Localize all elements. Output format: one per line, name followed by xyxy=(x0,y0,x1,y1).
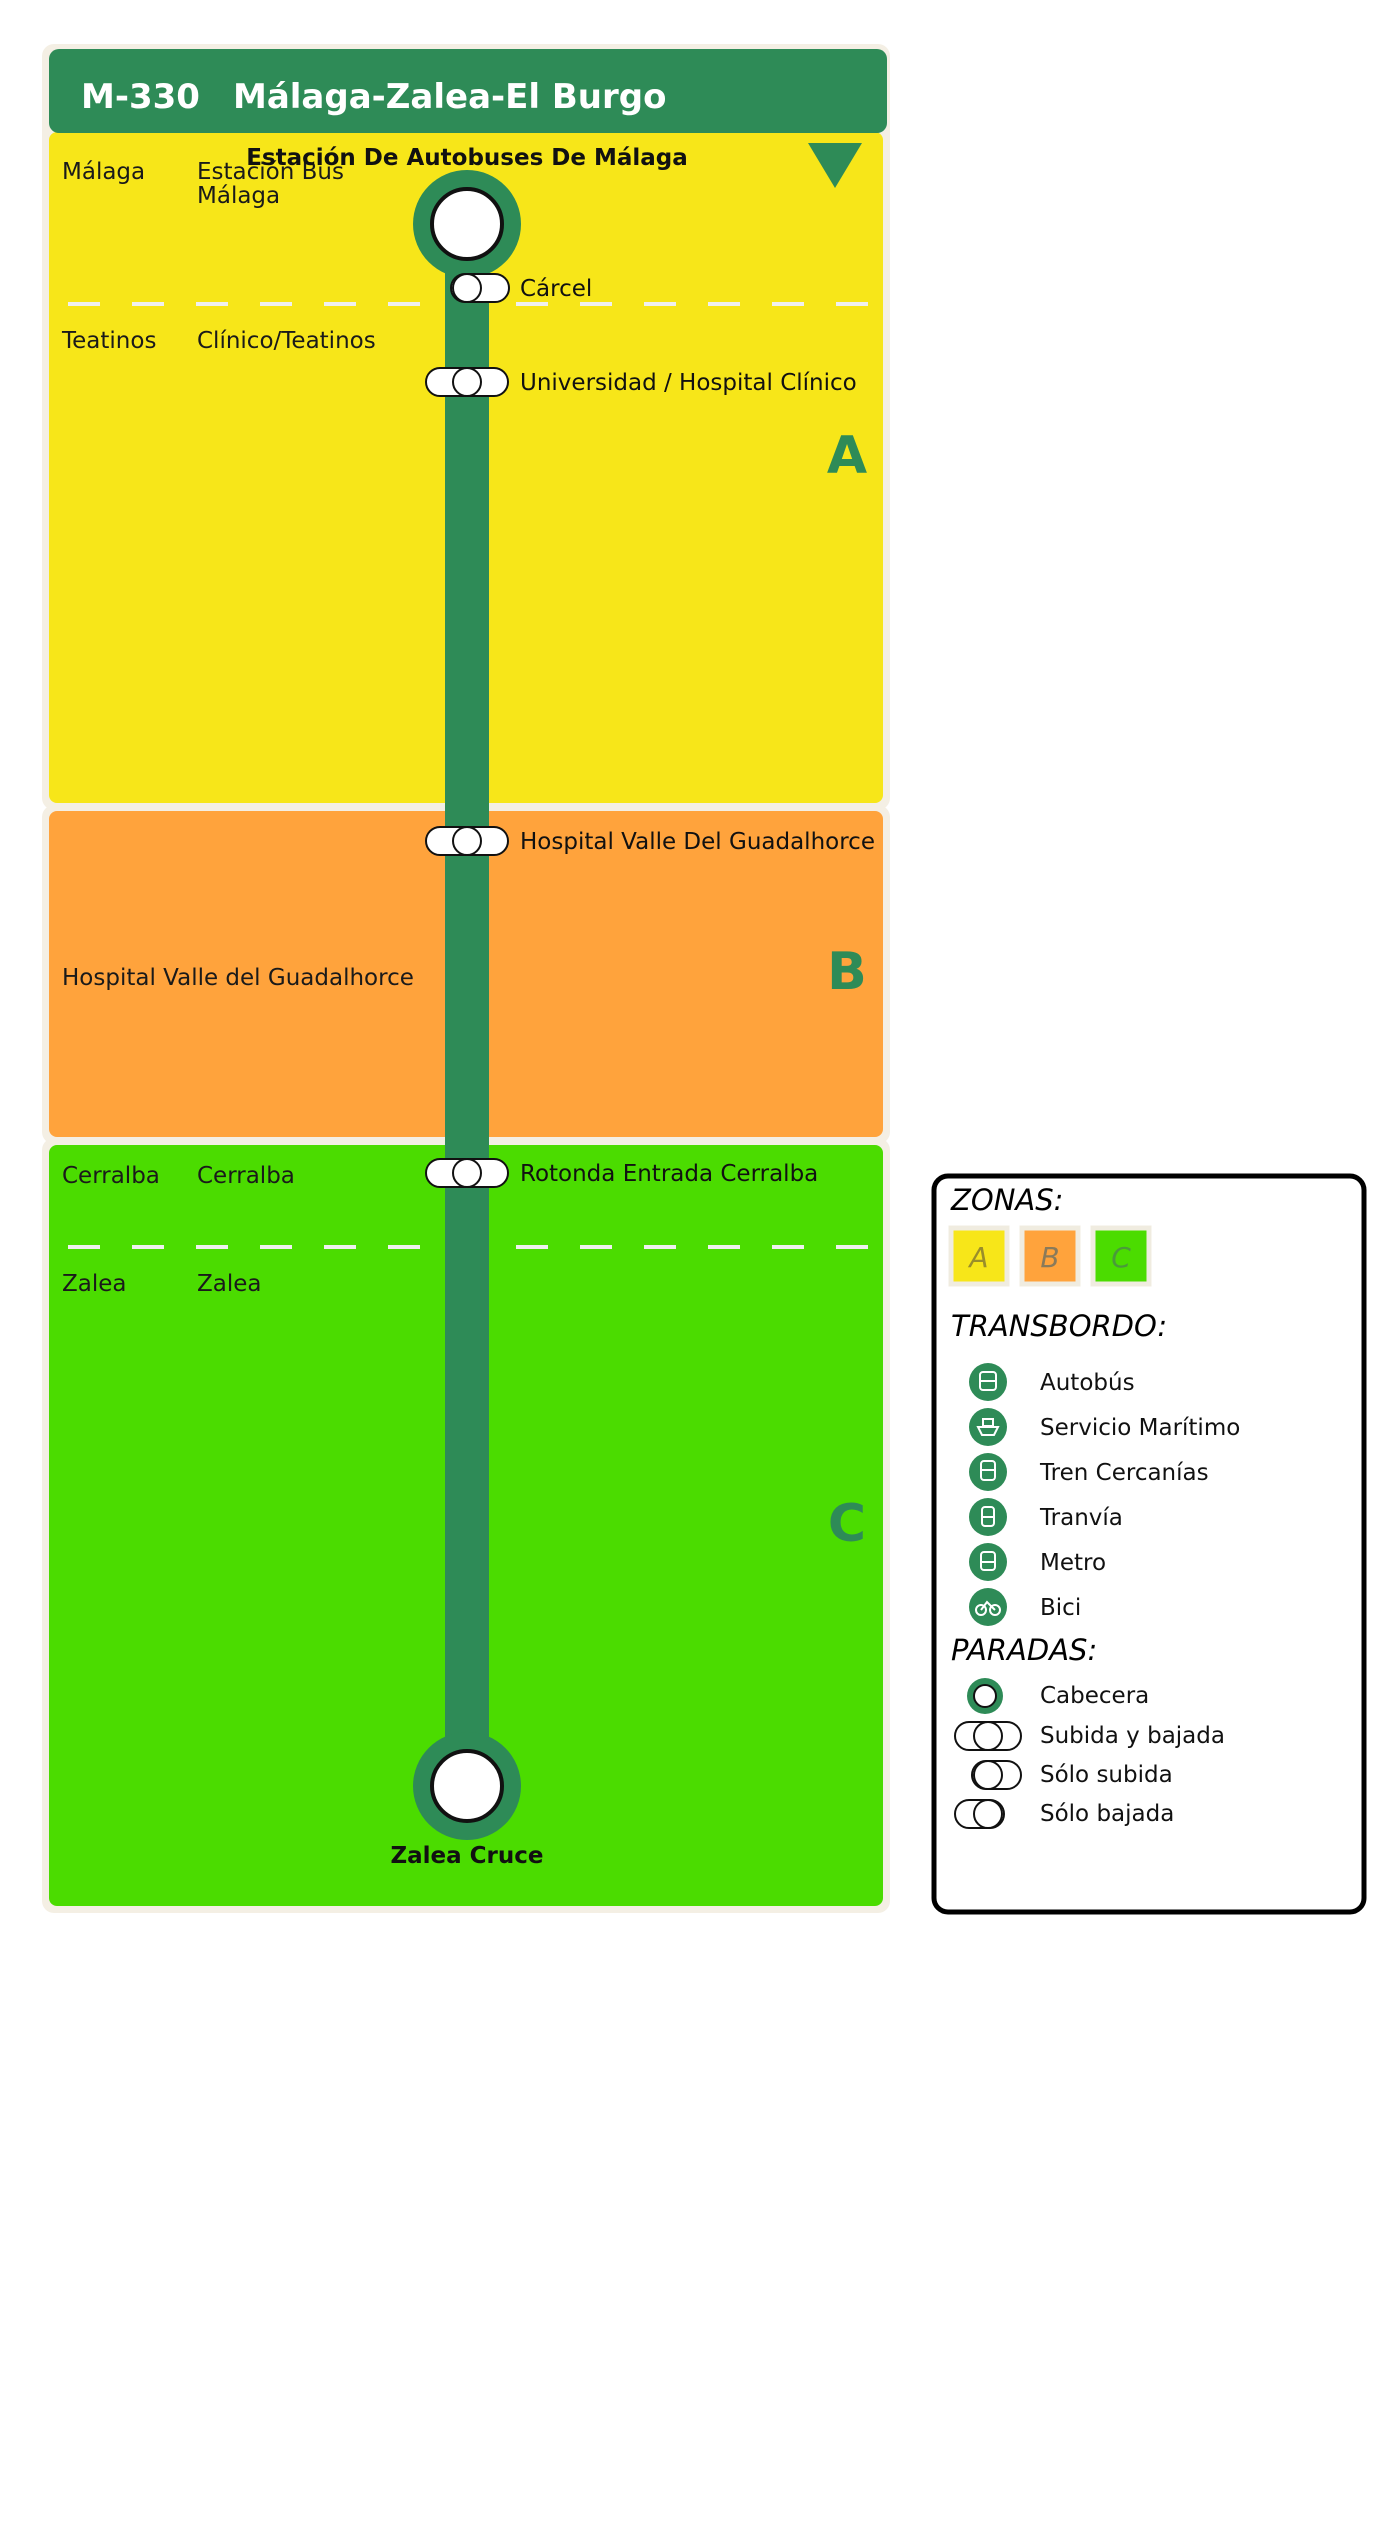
stops: Estación De Autobuses De Málaga Cárcel U… xyxy=(246,145,875,1869)
legend-transfer-label: Autobús xyxy=(1040,1370,1135,1396)
legend-transfer-title: TRANSBORDO: xyxy=(951,1309,1167,1343)
locality-municipio: Cerralba xyxy=(62,1163,160,1189)
legend-stop-label: Sólo subida xyxy=(1040,1762,1173,1788)
stop-name: Rotonda Entrada Cerralba xyxy=(520,1161,818,1187)
localities: Málaga Estación Bus Málaga Teatinos Clín… xyxy=(61,159,414,1297)
legend-transfer-label: Bici xyxy=(1040,1595,1081,1621)
stop-marker-circle xyxy=(452,367,482,397)
subida-bajada-icon xyxy=(954,1721,1022,1751)
legend-stop-label: Sólo bajada xyxy=(1040,1801,1174,1827)
legend-box xyxy=(931,1173,1367,1915)
locality-nucleo-line: Estación Bus xyxy=(197,159,344,185)
metro-icon xyxy=(969,1543,1007,1581)
cabecera-marker-inner xyxy=(430,187,504,261)
stop-solo-subida: Cárcel xyxy=(450,273,592,303)
zone-letter-a: A xyxy=(827,426,867,486)
cabecera-icon xyxy=(967,1678,1003,1714)
legend-transfer-label: Metro xyxy=(1040,1550,1106,1576)
stop-marker-circle xyxy=(452,273,482,303)
stop-marker-circle xyxy=(452,1158,482,1188)
legend-zone-swatch-c xyxy=(1090,1225,1152,1287)
legend: ZONAS: A B C TRANSBORDO: Autobús Servici… xyxy=(931,1173,1367,1915)
legend-zone-letter: C xyxy=(1111,1241,1131,1274)
stop-subida-bajada: Universidad / Hospital Clínico xyxy=(425,367,857,397)
legend-stop-label: Subida y bajada xyxy=(1040,1723,1225,1749)
locality-municipio: Zalea xyxy=(62,1271,127,1297)
train-icon xyxy=(969,1453,1007,1491)
legend-stop-label: Cabecera xyxy=(1040,1683,1149,1709)
stop-name-terminus: Zalea Cruce xyxy=(390,1843,543,1869)
bus-icon xyxy=(969,1363,1007,1401)
locality-nucleo: Cerralba xyxy=(197,1163,295,1189)
line-code: M-330 xyxy=(81,77,200,117)
stop-subida-bajada: Hospital Valle Del Guadalhorce xyxy=(425,826,875,856)
locality-nucleo: Zalea xyxy=(197,1271,262,1297)
stop-cabecera: Estación De Autobuses De Málaga xyxy=(246,145,688,278)
route-header: M-330 Málaga-Zalea-El Burgo xyxy=(49,49,887,133)
legend-stops-title: PARADAS: xyxy=(951,1633,1097,1667)
legend-transfer-label: Servicio Marítimo xyxy=(1040,1415,1240,1441)
legend-transfer-label: Tranvía xyxy=(1039,1505,1123,1531)
legend-zone-letter: A xyxy=(967,1241,988,1274)
bike-icon xyxy=(969,1588,1007,1626)
stop-name: Universidad / Hospital Clínico xyxy=(520,370,857,396)
stop-name-terminus: Estación De Autobuses De Málaga xyxy=(246,145,688,171)
locality-municipio: Málaga xyxy=(62,159,145,185)
stop-cabecera: Zalea Cruce xyxy=(390,1732,544,1869)
locality-nucleo: Estación Bus Málaga xyxy=(197,159,351,209)
triangle-down-icon xyxy=(808,143,862,188)
legend-zone-swatch-a xyxy=(948,1225,1010,1287)
locality-nucleo: Clínico/Teatinos xyxy=(197,328,376,354)
legend-zones-title: ZONAS: xyxy=(950,1183,1063,1217)
stop-name: Hospital Valle Del Guadalhorce xyxy=(520,829,875,855)
legend-zone-swatches: A B C xyxy=(948,1225,1152,1287)
zone-letter-b: B xyxy=(827,942,867,1002)
stop-name: Cárcel xyxy=(520,276,592,302)
header-bar xyxy=(49,49,887,133)
solo-subida-icon xyxy=(971,1760,1022,1790)
locality-nucleo-line: Málaga xyxy=(197,183,280,209)
line-name: Málaga-Zalea-El Burgo xyxy=(233,77,666,117)
tram-icon xyxy=(969,1498,1007,1536)
cabecera-marker-inner xyxy=(430,1749,504,1823)
solo-bajada-icon xyxy=(954,1799,1005,1829)
legend-zone-letter: B xyxy=(1040,1241,1059,1274)
legend-zone-swatch-b xyxy=(1019,1225,1081,1287)
ship-icon xyxy=(969,1408,1007,1446)
locality-nucleo: Hospital Valle del Guadalhorce xyxy=(62,965,414,991)
stop-marker-circle xyxy=(452,826,482,856)
legend-transfer-label: Tren Cercanías xyxy=(1039,1460,1209,1486)
locality-municipio: Teatinos xyxy=(61,328,156,354)
stop-subida-bajada: Rotonda Entrada Cerralba xyxy=(425,1158,818,1188)
route-line xyxy=(445,220,489,1790)
zone-letter-c: C xyxy=(828,1494,866,1554)
